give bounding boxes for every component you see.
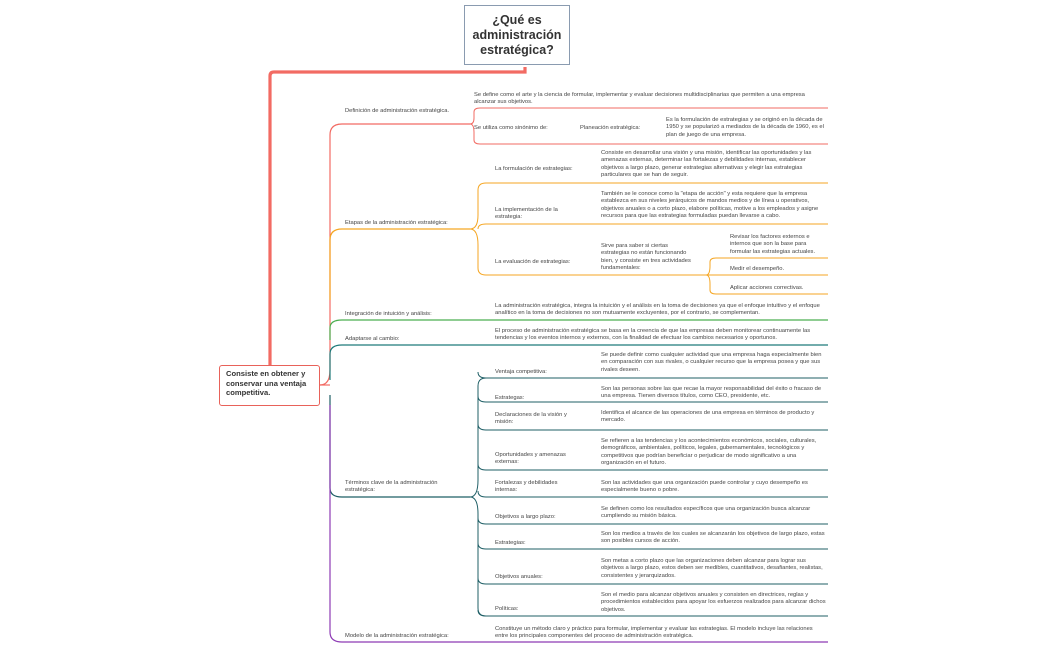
terminos-item-label: Objetivos anuales:: [495, 574, 543, 580]
connector-def-syn: [469, 123, 560, 145]
terminos-item-text: Son los medios a través de los cuales se…: [601, 531, 825, 545]
terminos-item-text: Son las actividades que una organización…: [601, 480, 808, 494]
title-text: ¿Qué es administración estratégica?: [472, 12, 562, 57]
title-node[interactable]: ¿Qué es administración estratégica?: [464, 5, 570, 65]
integ-label: Integración de intuición y análisis:: [345, 311, 432, 317]
terminos-item-line: [477, 490, 828, 498]
terminos-item-text: Son las personas sobre las que recae la …: [601, 386, 822, 400]
terminos-item-label: Fortalezas y debilidades internas:: [495, 480, 558, 494]
terminos-item-label: Oportunidades y amenazas externas:: [495, 452, 566, 466]
root-text: Consiste en obtener y conservar una vent…: [226, 369, 307, 397]
terminos-item-line: [477, 577, 828, 585]
etapas-form-label: La formulación de estrategias:: [495, 166, 573, 172]
terminos-item-line: [477, 609, 828, 617]
terminos-item-line: [477, 423, 828, 431]
terminos-item-label: Objetivos a largo plazo:: [495, 514, 556, 520]
terminos-item-text: Se definen como los resultados específic…: [601, 506, 811, 520]
integ-text: La administración estratégica, integra l…: [495, 303, 820, 317]
etapas-act3: Aplicar acciones correctivas.: [730, 285, 804, 291]
terminos-item-line: [477, 371, 828, 379]
def-label: Definición de administración estratégica…: [345, 108, 450, 114]
adapt-text: El proceso de administración estratégica…: [495, 328, 811, 342]
terminos-item-line: [477, 395, 828, 403]
connector-adapt-branch: [329, 344, 828, 380]
etapas-form-text: Consiste en desarrollar una visión y una…: [601, 150, 812, 178]
etapas-act2: Medir el desempeño.: [730, 266, 785, 272]
etapas-impl-text: También se le conoce como la "etapa de a…: [601, 191, 819, 219]
connector-terminos-vertical-low: [469, 496, 487, 617]
etapas-eval-text: Sirve para saber si ciertas estrategias …: [601, 243, 691, 271]
terminos-item-line: [477, 517, 828, 525]
connector-orange-branch: [329, 228, 470, 300]
modelo-label: Modelo de la administración estratégica:: [345, 633, 449, 639]
terminos-item-label: Ventaja competitiva:: [495, 369, 547, 375]
terminos-item-text: Identifica el alcance de las operaciones…: [601, 410, 815, 424]
connector-terminos-vertical: [469, 377, 487, 498]
connector-purple-branch: [329, 405, 828, 643]
connector-eval-act1: [705, 257, 828, 276]
etapas-act1: Revisar los factores externos e internos…: [730, 234, 816, 255]
terminos-item-label: Declaraciones de la visión y misión:: [495, 412, 567, 426]
connector-green-branch: [329, 319, 828, 340]
def-syn-label: Se utiliza como sinónimo de:: [474, 125, 548, 131]
terminos-item-label: Estrategas:: [495, 395, 525, 401]
def-text: Se define como el arte y la ciencia de f…: [474, 92, 805, 106]
connector-eval-act3: [705, 274, 828, 295]
terminos-item-text: Son metas a corto plazo que las organiza…: [601, 558, 823, 579]
terminos-item-line: [477, 463, 828, 471]
terminos-item-text: Se refieren a las tendencias y los acont…: [601, 438, 817, 466]
connector-etapas-form: [469, 182, 828, 230]
connector-etapas-impl: [477, 223, 828, 230]
etapas-label: Etapas de la administración estratégica:: [345, 220, 448, 226]
root-node[interactable]: Consiste en obtener y conservar una vent…: [219, 365, 320, 406]
connector-def-top: [469, 107, 828, 125]
adapt-label: Adaptarse al cambio:: [345, 336, 400, 342]
terminos-item-line: [477, 542, 828, 550]
terminos-item-text: Se puede definir como cualquier activida…: [601, 352, 822, 373]
connector-title-root: [268, 67, 527, 365]
modelo-text: Constituye un método claro y práctico pa…: [495, 626, 813, 640]
terminos-item-lines: [477, 371, 828, 617]
connector-etapas-eval: [469, 228, 706, 276]
etapas-eval-label: La evaluación de estrategias:: [495, 259, 571, 265]
terminos-label: Términos clave de la administración estr…: [345, 480, 438, 494]
connector-red-branch: [319, 123, 470, 386]
etapas-impl-label: La implementación de la estrategia:: [495, 207, 558, 221]
def-syn-term: Planeación estratégica:: [580, 125, 641, 131]
terminos-item-label: Estrategias:: [495, 540, 526, 546]
terminos-item-label: Políticas:: [495, 606, 519, 612]
terminos-item-text: Son el medio para alcanzar objetivos anu…: [601, 592, 826, 613]
def-syn-text: Es la formulación de estrategias y se or…: [666, 117, 824, 138]
